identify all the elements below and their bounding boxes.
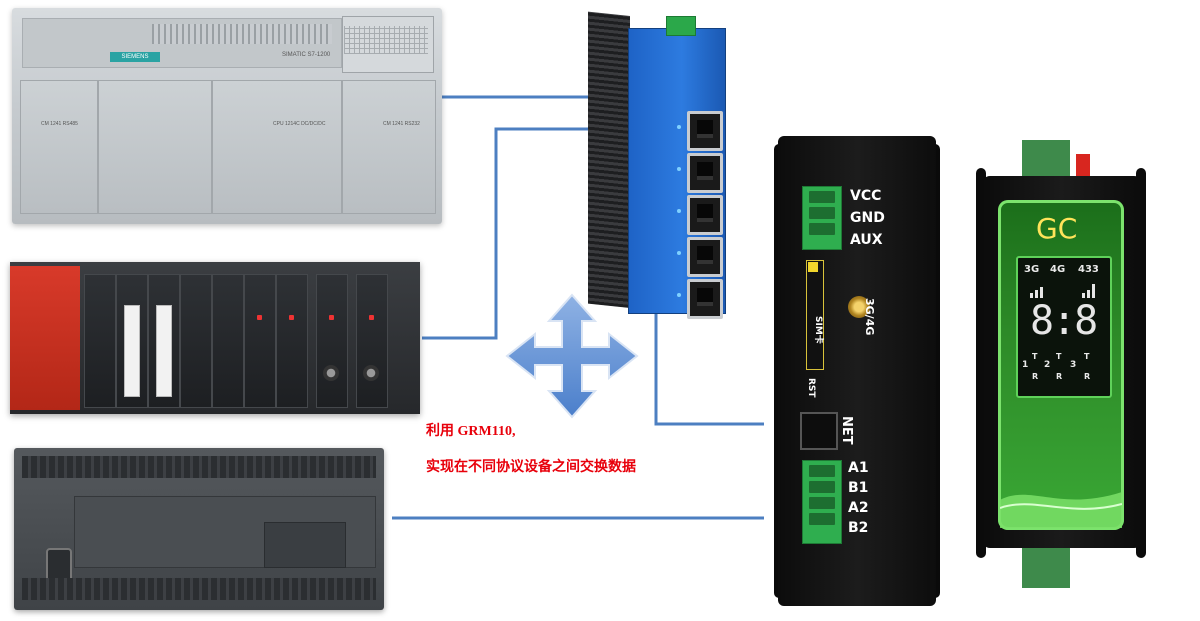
port-led xyxy=(677,125,681,129)
rst-label: RST xyxy=(806,378,816,398)
gnd-label: GND xyxy=(850,210,885,226)
sim-indicator xyxy=(808,262,818,272)
plc-vent-grille xyxy=(152,24,332,44)
a1-label: A1 xyxy=(848,460,869,476)
rx-label: R xyxy=(1032,372,1039,381)
plc-module-cpu xyxy=(98,80,212,214)
rack-power-supply xyxy=(10,266,80,410)
switch-power-terminal xyxy=(666,16,696,36)
siemens-s7-1200-plc: SIEMENS SIMATIC S7-1200 CM 1241 RS485 CP… xyxy=(12,8,442,224)
net-label: NET xyxy=(839,416,854,445)
port-led xyxy=(677,293,681,297)
sim-card-slot xyxy=(806,260,824,370)
line-switch-to-gateway xyxy=(654,300,764,426)
signal-bars-icon xyxy=(1030,287,1043,298)
power-terminal-block xyxy=(802,186,842,250)
ethernet-switch xyxy=(588,11,738,319)
tx-label: T xyxy=(1032,352,1038,361)
gc-left-ear xyxy=(976,168,986,558)
serial-terminal-block xyxy=(802,460,842,544)
b2-label: B2 xyxy=(848,520,869,536)
rack-io-card xyxy=(124,305,140,397)
caption-line-1: 利用 GRM110, xyxy=(426,424,516,439)
switch-heatsink xyxy=(588,11,630,308)
antenna-label: 3G/4G xyxy=(863,298,876,336)
plc-module-cm1241-rs485: CM 1241 RS485 xyxy=(20,80,98,214)
signal-433-label: 433 xyxy=(1078,264,1099,275)
plc-module-cpu-io: CPU 1214C DC/DC/DC xyxy=(212,80,342,214)
bnc-connector xyxy=(323,365,339,381)
signal-3g-label: 3G xyxy=(1024,264,1040,275)
gc-wireless-module: GC 3G 4G 433 8:8 1 T R 2 T R 3 T R xyxy=(976,140,1166,588)
antenna-connector-icon xyxy=(848,296,870,318)
rj45-port xyxy=(687,153,723,193)
plc-bottom-terminal-strip xyxy=(22,578,376,600)
plc-terminal-grid xyxy=(344,26,428,54)
rack-slot xyxy=(316,274,348,408)
rj45-port xyxy=(687,279,723,319)
rj45-port xyxy=(687,195,723,235)
rj45-port xyxy=(687,237,723,277)
rack-led xyxy=(369,315,374,320)
plc-module-cm1241-rs232: CM 1241 RS232 xyxy=(342,80,436,214)
line-plc2-to-switch xyxy=(422,127,604,340)
segment-display: 8:8 xyxy=(1030,298,1098,344)
rack-slot xyxy=(356,274,388,408)
net-indicator xyxy=(800,412,838,450)
plc-port-cover xyxy=(264,522,346,568)
rj45-port xyxy=(687,111,723,151)
tx-label: T xyxy=(1056,352,1062,361)
four-way-arrow-icon xyxy=(505,293,639,419)
port-1-label: 1 xyxy=(1022,360,1029,370)
rack-led xyxy=(289,315,294,320)
rack-slot xyxy=(244,274,276,408)
aux-label: AUX xyxy=(850,232,883,248)
plc-top-terminal-strip xyxy=(22,456,376,478)
rx-label: R xyxy=(1084,372,1091,381)
tx-label: T xyxy=(1084,352,1090,361)
bnc-connector xyxy=(363,365,379,381)
rack-led xyxy=(257,315,262,320)
rx-label: R xyxy=(1056,372,1063,381)
plc-model-label: SIMATIC S7-1200 xyxy=(282,52,331,58)
port-led xyxy=(677,209,681,213)
vcc-label: VCC xyxy=(850,188,882,204)
port-led xyxy=(677,167,681,171)
rack-slot xyxy=(180,274,212,408)
rack-slot xyxy=(148,274,180,408)
gc-status-screen: 3G 4G 433 8:8 1 T R 2 T R 3 T R xyxy=(1016,256,1112,398)
caption-line-2: 实现在不同协议设备之间交换数据 xyxy=(426,460,636,475)
port-3-label: 3 xyxy=(1070,360,1077,370)
b1-label: B1 xyxy=(848,480,869,496)
port-led xyxy=(677,251,681,255)
sim-label: SIM卡 xyxy=(813,316,823,344)
siemens-s7-200-plc xyxy=(14,448,384,610)
switch-body xyxy=(628,28,726,319)
rack-slot xyxy=(212,274,244,408)
port-2-label: 2 xyxy=(1044,360,1051,370)
siemens-badge: SIEMENS xyxy=(110,52,160,62)
grm110-gateway: VCC GND AUX SIM卡 3G/4G RST NET A1 B1 A2 … xyxy=(764,126,950,612)
gc-logo: GC xyxy=(1036,212,1078,245)
rack-io-card xyxy=(156,305,172,397)
panel-wave-decoration xyxy=(1000,492,1122,528)
rack-slot xyxy=(84,274,116,408)
a2-label: A2 xyxy=(848,500,869,516)
rack-slot xyxy=(116,274,148,408)
signal-bars-icon xyxy=(1082,284,1095,298)
rack-plc xyxy=(10,262,420,414)
signal-4g-label: 4G xyxy=(1050,264,1066,275)
rack-led xyxy=(329,315,334,320)
rack-slot xyxy=(276,274,308,408)
